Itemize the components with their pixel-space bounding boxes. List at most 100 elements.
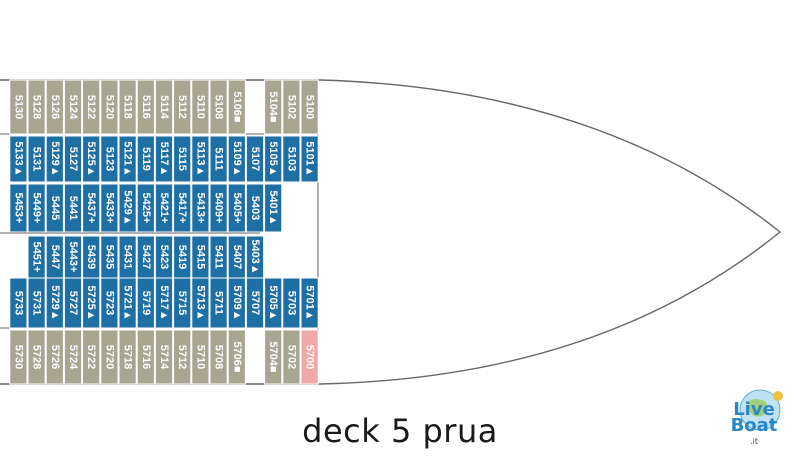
cabin-5449: 5449+	[31, 193, 43, 224]
cabin-5721-cell	[118, 277, 137, 329]
cabin-5101: 5101▲	[304, 141, 316, 176]
cabin-5106: 5106■	[231, 91, 243, 122]
cabin-5127-cell	[63, 135, 83, 183]
cabin-5701-cell	[300, 277, 319, 329]
cabin-5124-cell	[63, 79, 83, 135]
cabin-5733: 5733	[12, 291, 24, 315]
cabin-5712-cell	[173, 329, 192, 385]
cabin-5125-cell	[82, 135, 101, 183]
cabin-5119-cell	[136, 135, 155, 183]
cabin-5730-cell	[9, 329, 28, 385]
cabin-5431: 5431	[122, 245, 134, 269]
cabin-5719-cell	[136, 277, 155, 329]
cabin-5707: 5707	[249, 291, 261, 315]
cabin-5730: 5730	[12, 345, 24, 369]
cabin-5113: 5113▲	[194, 142, 206, 177]
cabin-5405: 5405+	[231, 193, 243, 224]
cabin-5733-cell	[9, 277, 28, 329]
logo-line1: Live	[733, 399, 775, 420]
cabin-5413: 5413+	[194, 193, 206, 224]
cabin-5103-cell	[282, 135, 301, 183]
cabin-5710: 5710	[194, 345, 206, 369]
cabin-5123: 5123	[103, 147, 115, 171]
cabin-5113-cell	[191, 135, 210, 183]
cabin-5724: 5724	[67, 345, 79, 370]
cabin-5133: 5133▲	[12, 141, 24, 176]
cabin-5409-cell	[209, 183, 228, 233]
cabin-5122: 5122	[85, 95, 97, 119]
cabin-5437: 5437+	[85, 193, 97, 224]
cabin-5102: 5102	[285, 95, 297, 119]
cabin-5451: 5451+	[31, 242, 43, 273]
cabin-5708: 5708	[213, 345, 225, 369]
cabin-5116: 5116	[140, 95, 152, 119]
cabin-5421-cell	[154, 183, 174, 233]
cabin-5722-cell	[82, 329, 101, 385]
cabin-5715: 5715	[176, 291, 188, 315]
cabin-5131: 5131	[31, 147, 43, 171]
cabin-5425-cell	[136, 183, 155, 233]
cabin-5120-cell	[100, 79, 119, 135]
cabin-5102-cell	[282, 79, 301, 135]
cabin-5717-cell	[154, 277, 174, 329]
cabin-5704-cell	[264, 329, 283, 385]
cabin-5423: 5423	[158, 245, 170, 269]
cabin-5704: 5704■	[267, 341, 279, 372]
logo-suffix: .it	[750, 437, 758, 446]
cabin-5727: 5727	[67, 291, 79, 315]
cabin-5130-cell	[9, 79, 28, 135]
cabin-5715-cell	[173, 277, 192, 329]
cabin-5121-cell	[118, 135, 137, 183]
cabin-5720-cell	[100, 329, 119, 385]
cabin-5703: 5703	[285, 291, 297, 315]
cabin-5701: 5701▲	[304, 285, 316, 320]
cabin-5106-cell	[227, 79, 246, 135]
cabin-5126: 5126	[49, 95, 61, 119]
cabin-5109: 5109▲	[231, 141, 243, 176]
cabin-5131-cell	[27, 135, 46, 183]
cabin-5413-cell	[191, 183, 210, 233]
cabin-5129: 5129▲	[49, 141, 61, 176]
cabin-5707-cell	[245, 277, 265, 329]
cabin-5700: 5700	[304, 345, 316, 369]
cabin-5130: 5130	[12, 95, 24, 119]
cabin-5124: 5124	[67, 95, 79, 120]
cabin-5401: 5401▲	[267, 190, 279, 225]
logo-wordmark: Live Boat.it	[712, 399, 796, 450]
cabin-5403-cell	[245, 183, 265, 233]
cabin-5443: 5443+	[67, 242, 79, 273]
cabin-5706-cell	[227, 329, 246, 385]
cabin-5709-cell	[227, 277, 246, 329]
cabin-5709: 5709▲	[231, 285, 243, 320]
cabin-5710-cell	[191, 329, 210, 385]
liveboat-logo: Live Boat.it	[712, 380, 796, 446]
cabin-5115: 5115	[176, 147, 188, 171]
cabin-5723: 5723	[103, 291, 115, 315]
cabin-5107: 5107	[249, 147, 261, 171]
cabin-5417: 5417+	[176, 193, 188, 224]
cabin-5419: 5419	[176, 245, 188, 269]
cabin-5425: 5425+	[140, 193, 152, 224]
cabin-5435: 5435	[103, 245, 115, 269]
cabin-5403: 5403▲	[249, 239, 261, 274]
cabin-5722: 5722	[85, 345, 97, 369]
cabin-5401-cell	[264, 183, 283, 233]
cabin-5725: 5725▲	[85, 285, 97, 320]
cabin-5714-cell	[154, 329, 174, 385]
cabin-5729-cell	[45, 277, 64, 329]
cabin-5447: 5447	[49, 245, 61, 269]
cabin-5133-cell	[9, 135, 28, 183]
cabin-5720: 5720	[103, 345, 115, 369]
cabin-5712: 5712	[176, 345, 188, 369]
cabin-5717: 5717▲	[158, 285, 170, 320]
cabin-5112: 5112	[176, 95, 188, 119]
cabin-5109-cell	[227, 135, 246, 183]
cabin-5121: 5121▲	[122, 141, 134, 176]
cabin-5441-cell	[63, 183, 83, 233]
cabin-5105-cell	[264, 135, 283, 183]
cabin-5108-cell	[209, 79, 228, 135]
cabin-5700-cell	[300, 329, 319, 385]
cabin-5421: 5421+	[158, 193, 170, 224]
cabin-5702: 5702	[285, 345, 297, 369]
